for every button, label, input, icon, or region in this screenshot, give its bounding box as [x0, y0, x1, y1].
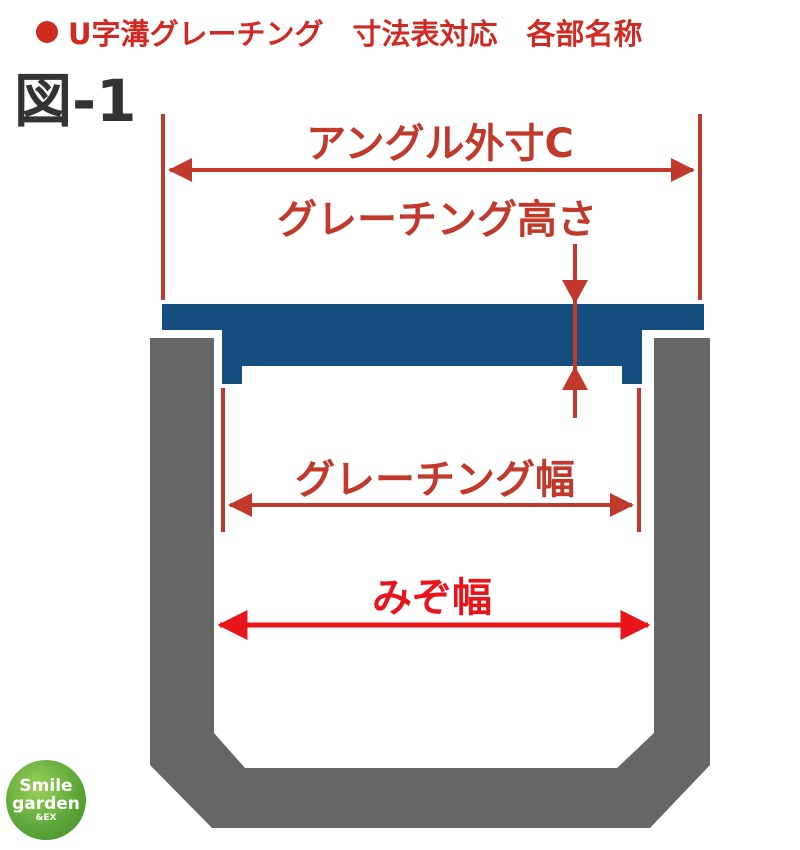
grating-width-label: グレーチング幅: [295, 457, 575, 503]
red-dot-icon: [36, 21, 58, 43]
grating-body: [222, 304, 642, 366]
figure-label: 図-1: [14, 67, 137, 135]
page-title: U字溝グレーチング 寸法表対応 各部名称: [68, 17, 643, 51]
groove-width-label: みぞ幅: [372, 575, 492, 621]
grating-left-flange: [222, 304, 242, 384]
u-channel: [150, 338, 710, 828]
height-arrow-top: [562, 280, 588, 304]
grating-right-flange: [622, 304, 642, 384]
logo-line-2: garden: [12, 793, 80, 814]
smile-garden-logo-icon: Smile garden &EX: [6, 760, 86, 840]
logo-line-1: Smile: [19, 775, 73, 796]
page-header: U字溝グレーチング 寸法表対応 各部名称: [36, 10, 796, 54]
height-arrow-bottom: [562, 366, 588, 390]
grating-height-label: グレーチング高さ: [277, 197, 597, 243]
angle-outer-label: アングル外寸C: [306, 121, 574, 167]
logo-line-3: &EX: [35, 812, 57, 823]
